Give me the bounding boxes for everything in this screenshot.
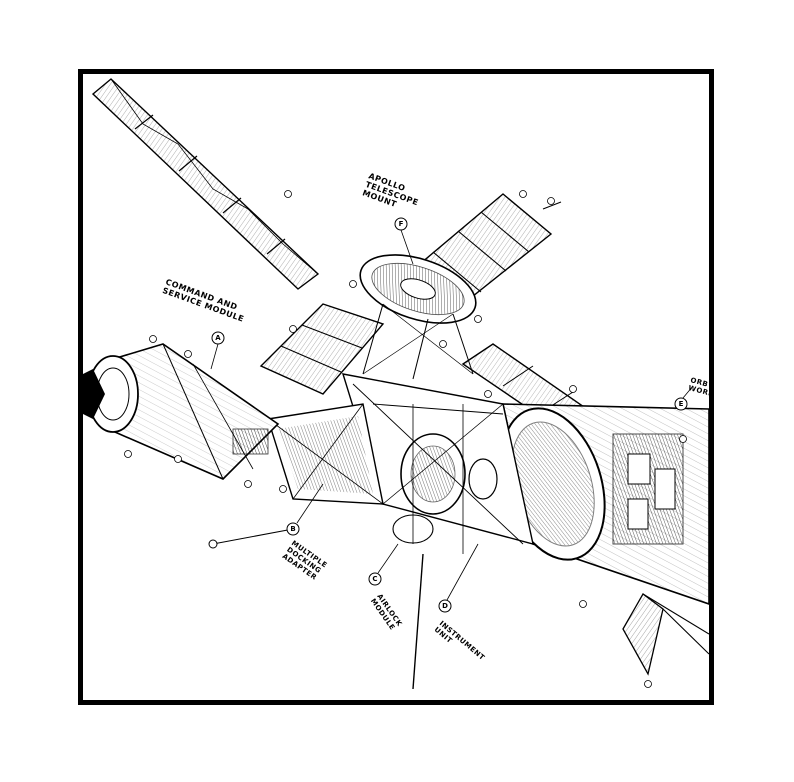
command-service-module (83, 343, 280, 480)
svg-text:COMMAND AND SERVICE MODU: COMMAND AND SERVICE MODULE (161, 277, 248, 323)
atm-rack (359, 254, 477, 380)
orbital-workshop (500, 403, 709, 605)
iu-tag: D (442, 602, 448, 610)
airlock-module (341, 373, 534, 554)
atm-tag: F (399, 220, 404, 228)
ows-tag: E (679, 400, 684, 408)
mda-tag: B (290, 525, 295, 533)
illustration-frame: APOLLO TELESCOPE MOUNT F COMMAND AND SER… (78, 69, 714, 705)
label-instrument-unit: D INSTRUMENT UNIT (433, 543, 489, 670)
docking-adapter (267, 403, 384, 505)
solar-array-upper-left (91, 78, 320, 290)
label-apollo-telescope-mount: APOLLO TELESCOPE MOUNT F (361, 171, 426, 265)
svg-text:AIRLOCK MODULE: AIRLOCK MODULE (369, 593, 405, 635)
airlock-tag: C (372, 575, 377, 583)
csm-tag: A (215, 334, 221, 342)
solar-array-lower-left (259, 303, 385, 395)
svg-text:MULTIPLE DOCKING A: MULTIPLE DOCKING ADAPTER (281, 539, 331, 584)
svg-text:APOLLO TELESCOPE M: APOLLO TELESCOPE MOUNT (361, 171, 426, 217)
boom-antenna (208, 528, 424, 690)
label-orbital-workshop: E ORB WORK (674, 376, 709, 411)
label-airlock-module: C AIRLOCK MODULE (368, 543, 405, 635)
svg-text:INSTRUMENT UNIT: INSTRUMENT UNIT (433, 619, 489, 670)
svg-text:ORB WORK: ORB WORK (687, 376, 709, 398)
callout-markers (124, 190, 687, 688)
skylab-cutaway-illustration: APOLLO TELESCOPE MOUNT F COMMAND AND SER… (83, 78, 709, 690)
solar-wing-lower-right (622, 593, 709, 676)
